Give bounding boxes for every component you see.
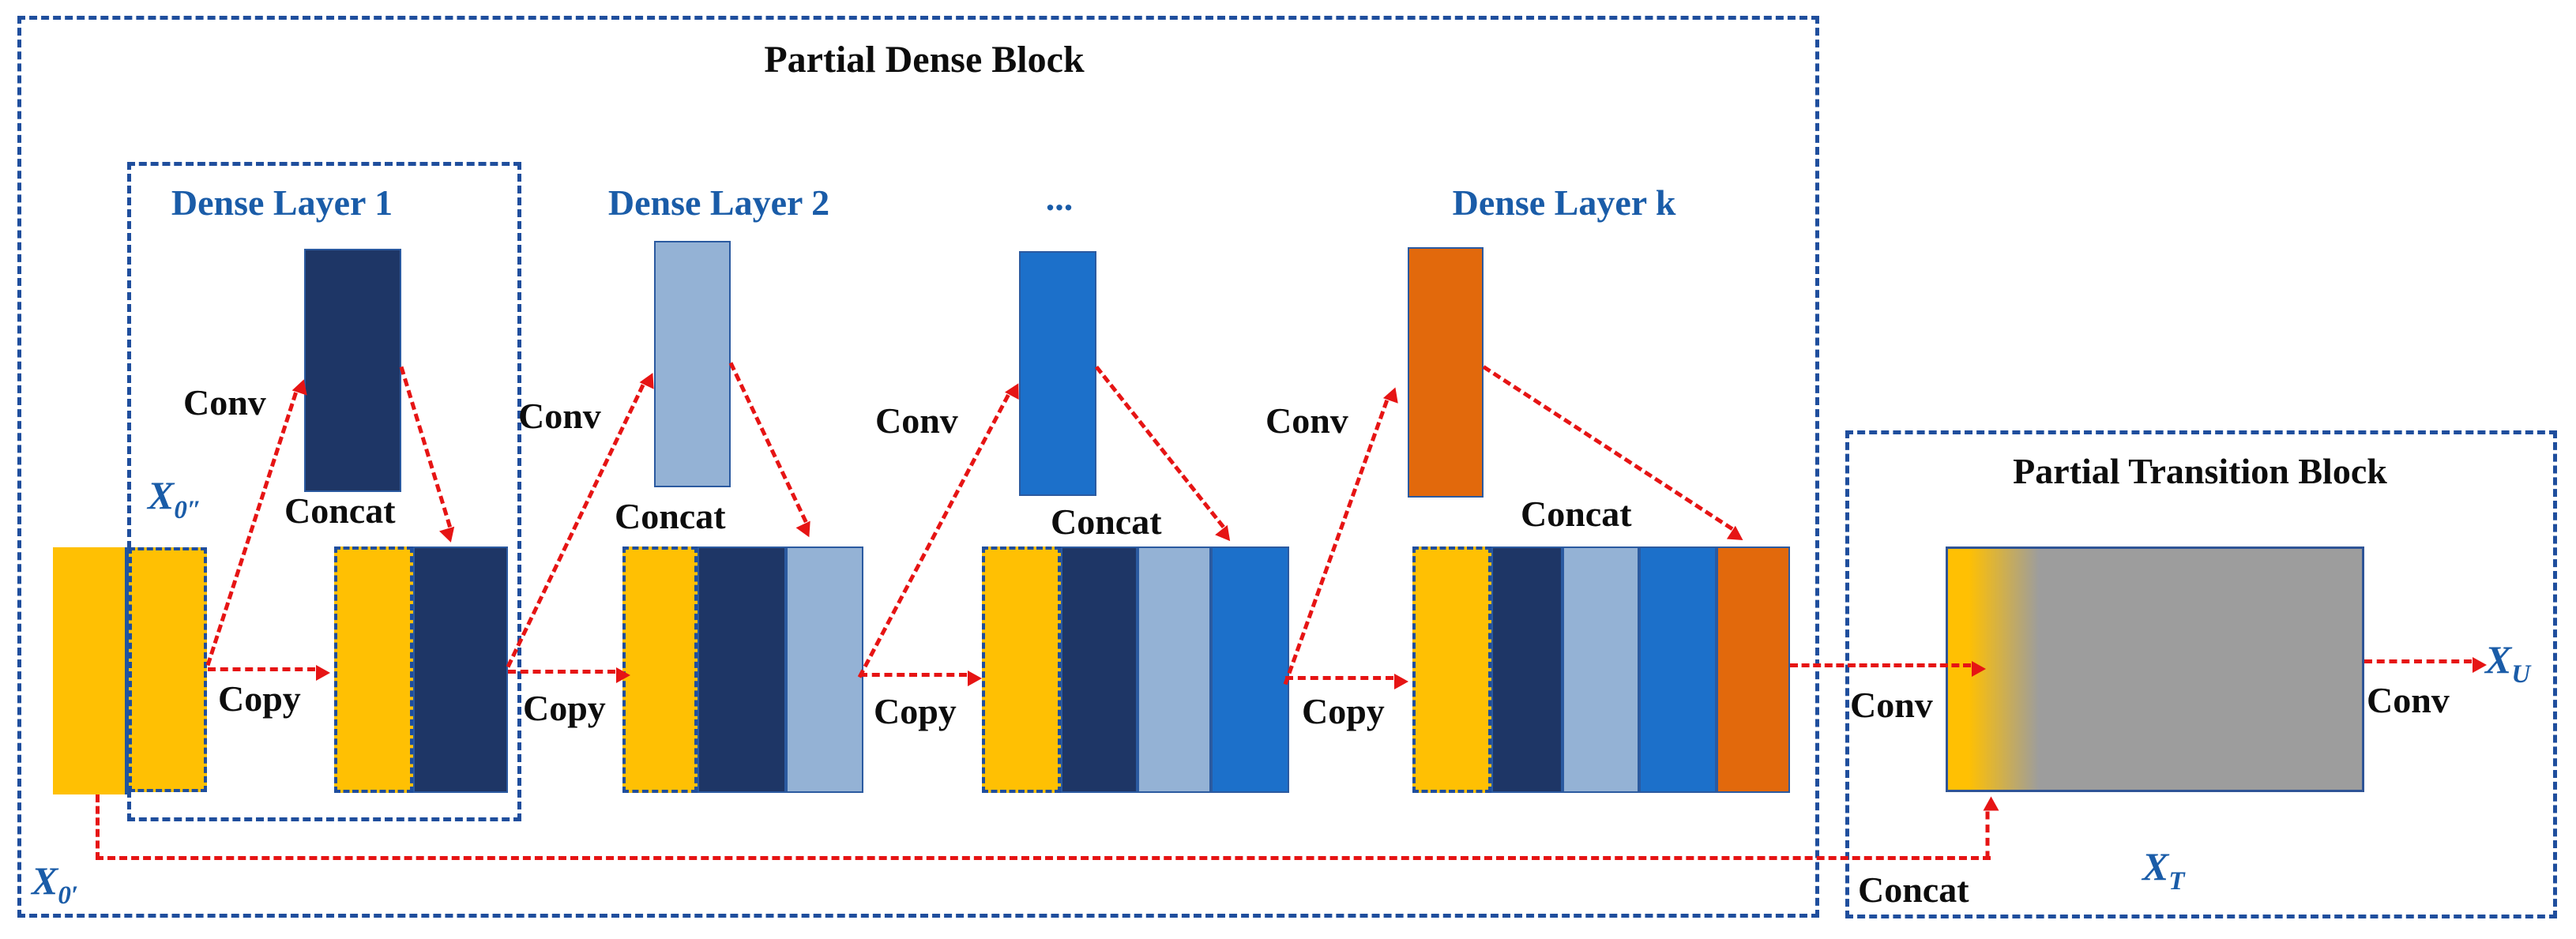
xt-label: XT: [2142, 843, 2185, 896]
arrowhead: [1972, 661, 1986, 677]
conv-label-layer-2: Conv: [518, 396, 601, 436]
partial-transition-block-box: [1845, 430, 2557, 918]
feature-column: [1061, 546, 1138, 793]
conv-arrow-output-xu: [2364, 657, 2487, 673]
conv-bar-layer-3: [1019, 251, 1096, 496]
xt-base: X: [2142, 844, 2169, 888]
conv-label-transition-out: Conv: [2367, 680, 2450, 720]
feature-column: [413, 546, 508, 793]
feature-column: [1639, 546, 1717, 793]
arrowhead: [316, 665, 330, 681]
xu-label: XU: [2485, 637, 2530, 689]
concat-label-layer-2: Concat: [615, 496, 726, 536]
feature-column: [982, 546, 1061, 793]
copy-label-2: Copy: [523, 688, 606, 728]
copy-label-3: Copy: [874, 691, 957, 731]
partial-dense-block-title: Partial Dense Block: [764, 39, 1085, 81]
shortcut-path-horizontal-segment: [96, 856, 1991, 860]
x0-prime-sub: 0′: [58, 881, 79, 910]
arrowhead: [2473, 657, 2487, 673]
conv-bar-layer-1: [304, 249, 401, 492]
feature-column: [622, 546, 698, 793]
transition-feature-map: [1946, 546, 2364, 792]
copy-arrow-3: [859, 670, 982, 686]
concat-label-transition: Concat: [1858, 870, 1969, 910]
conv-label-layer-1: Conv: [183, 382, 266, 423]
x0-prime-base: X: [32, 858, 58, 903]
xu-base: X: [2485, 637, 2512, 682]
x0-double-prime-sub: 0″: [174, 496, 202, 524]
copy-arrow-1: [208, 665, 330, 681]
input-feature-map-x0-prime: [53, 547, 129, 794]
feature-column: [1412, 546, 1491, 793]
concat-label-layer-k: Concat: [1521, 494, 1632, 534]
feature-column: [1211, 546, 1289, 793]
dense-layer-k-title: Dense Layer k: [1452, 182, 1676, 223]
xt-sub: T: [2168, 867, 2185, 896]
x0-prime-label: X0′: [32, 858, 78, 911]
concat-label-layer-1: Concat: [284, 490, 396, 531]
conv-bar-layer-2: [654, 241, 731, 487]
feature-column: [1717, 546, 1790, 793]
feature-column: [1138, 546, 1211, 793]
conv-label-layer-3: Conv: [875, 400, 958, 441]
conv-label-transition-in: Conv: [1850, 685, 1933, 725]
copy-label-4: Copy: [1302, 691, 1385, 731]
copy-arrow-2: [508, 667, 630, 683]
input-feature-map-x0-double-prime: [129, 547, 207, 792]
feature-column: [1491, 546, 1563, 793]
arrowhead: [616, 667, 630, 683]
copy-arrow-4: [1285, 674, 1408, 689]
xu-sub: U: [2511, 660, 2531, 689]
partial-transition-block-title: Partial Transition Block: [2013, 451, 2387, 491]
dense-layer-1-title: Dense Layer 1: [171, 182, 393, 223]
shortcut-concat-up-arrow: [1983, 796, 1999, 859]
dense-layer-2-title: Dense Layer 2: [607, 182, 830, 223]
arrowhead: [968, 670, 982, 686]
partial-dense-block-box: [17, 16, 1819, 918]
arrowhead: [1394, 674, 1408, 689]
concat-label-layer-3: Concat: [1051, 501, 1162, 542]
feature-column: [1563, 546, 1639, 793]
copy-label-1: Copy: [218, 678, 301, 719]
shortcut-path-drop-segment: [96, 794, 100, 860]
conv-arrow-into-transition: [1790, 661, 1986, 677]
feature-column: [334, 546, 413, 793]
feature-column: [786, 546, 863, 793]
feature-column: [698, 546, 786, 793]
x0-double-prime-base: X: [148, 473, 175, 517]
x0-double-prime-label: X0″: [148, 472, 201, 525]
arrowhead: [1983, 796, 1999, 811]
dense-layer-1-box: [127, 162, 521, 821]
conv-bar-layer-k: [1408, 247, 1484, 498]
conv-label-layer-k: Conv: [1265, 400, 1348, 441]
dense-layer-ellipsis-title: ...: [1045, 178, 1074, 218]
